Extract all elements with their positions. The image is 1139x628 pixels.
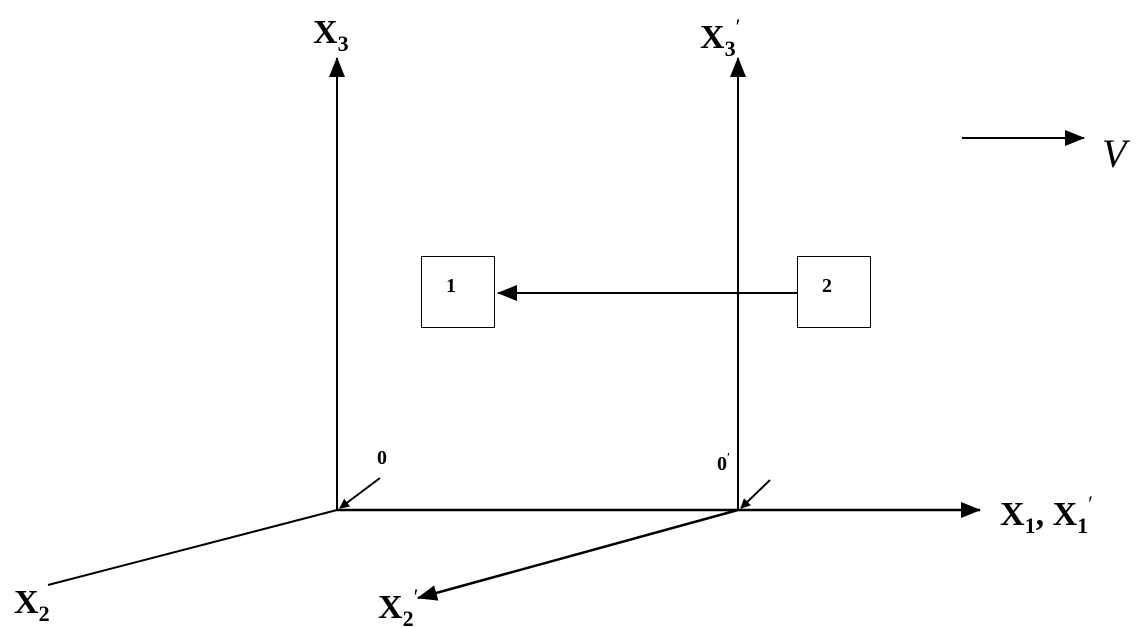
origin-pointer bbox=[339, 477, 381, 509]
x2-prime-axis bbox=[417, 508, 739, 601]
velocity-label: V bbox=[1102, 131, 1127, 176]
x2-prime-label: X2′ bbox=[378, 584, 419, 628]
x3-prime-label: X3′ bbox=[700, 14, 741, 61]
x2-label: X2 bbox=[14, 584, 50, 626]
origin-prime-pointer bbox=[740, 479, 771, 509]
origin-label: 0 bbox=[377, 447, 387, 469]
box-2: 2 bbox=[797, 256, 871, 328]
x2-axis bbox=[47, 509, 338, 586]
x3-label: X3 bbox=[313, 14, 349, 56]
x1-label: X1, X1′ bbox=[1000, 491, 1093, 538]
box-1: 1 bbox=[421, 256, 495, 328]
origin-prime-label: 0′ bbox=[717, 451, 731, 475]
